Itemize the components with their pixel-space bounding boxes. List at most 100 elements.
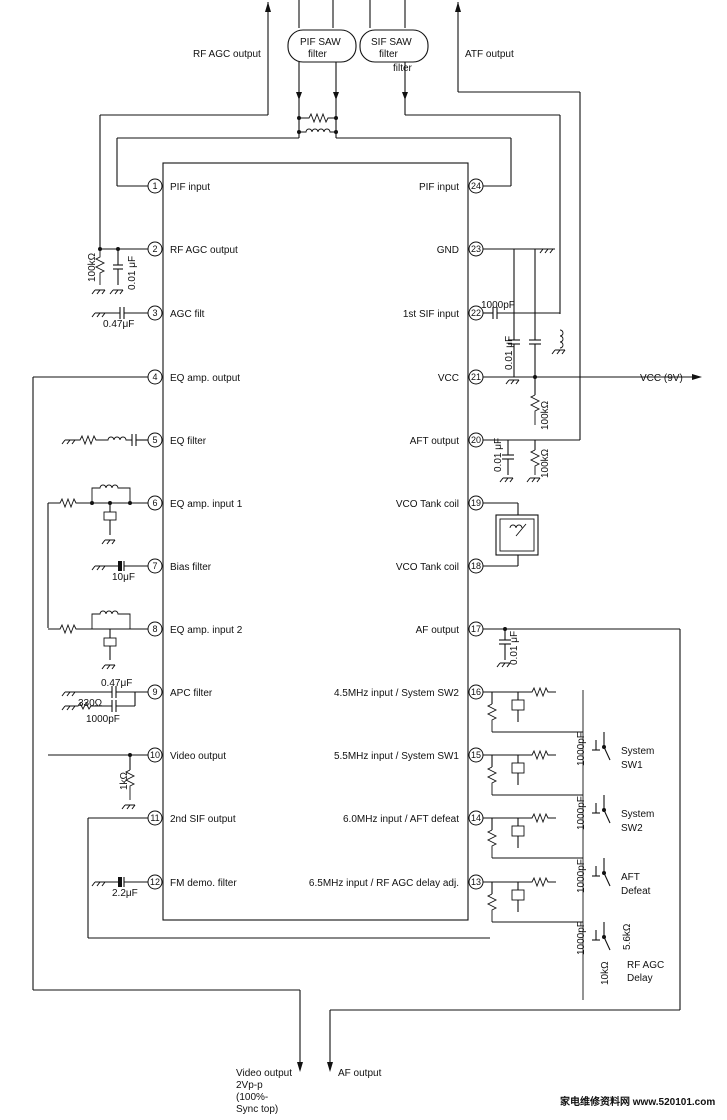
pin-5-label: EQ filter [170, 436, 207, 447]
c-1000p-pin22-label: 1000pF [481, 300, 515, 311]
ground-icon [496, 662, 511, 668]
pin-7-number: 7 [152, 561, 157, 571]
sif-saw-label-1: SIF SAW [371, 37, 412, 48]
pin-1-number: 1 [152, 181, 157, 191]
c-001-pin17-label: 0.01 μF [509, 631, 520, 665]
c-1000p-14-label: 1000pF [576, 859, 587, 893]
pin-22-label: 1st SIF input [403, 309, 459, 320]
pin-14-label: 6.0MHz input / AFT defeat [343, 814, 459, 825]
system-sw1-label-a: System [621, 746, 654, 757]
c-10-pin7-label: 10μF [112, 572, 135, 583]
pin-4-number: 4 [152, 372, 157, 382]
aft-defeat-label-b: Defeat [621, 886, 651, 897]
pin-8-number: 8 [152, 624, 157, 634]
watermark: 家电维修资料网 www.520101.com [560, 1095, 715, 1108]
pin-6-number: 6 [152, 498, 157, 508]
video-output-label-4: Sync top) [236, 1104, 278, 1115]
c-001-pin20-label: 0.01 μF [493, 438, 504, 472]
sif-saw-label-3: filter [393, 63, 413, 74]
ground-icon [109, 289, 124, 295]
ground-icon [101, 539, 116, 545]
r-100k-pin2 [94, 249, 106, 285]
ground-icon [121, 804, 136, 810]
pin-21-label: VCC [438, 373, 459, 384]
pif-saw-filter [287, 29, 357, 63]
c-1000p-15-label: 1000pF [576, 796, 587, 830]
eq-filter-rl [70, 434, 132, 446]
pin-3-label: AGC filt [170, 309, 205, 320]
ground-icon [61, 439, 76, 445]
pin-14-number: 14 [471, 813, 481, 823]
r-330-pin9-label: 330Ω [78, 698, 103, 709]
system-sw2-label-a: System [621, 809, 654, 820]
pin-1-label: PIF input [170, 182, 210, 193]
pin-10-label: Video output [170, 751, 226, 762]
pin-9-label: APC filter [170, 688, 213, 699]
pin-18-label: VCO Tank coil [396, 562, 459, 573]
ground-icon [101, 664, 116, 670]
sif-saw-label-2: filter [379, 49, 399, 60]
ground-icon [91, 312, 106, 318]
pin-8-label: EQ amp. input 2 [170, 625, 243, 636]
pin-7-label: Bias filter [170, 562, 212, 573]
pin-17-number: 17 [471, 624, 481, 634]
rf-agc-output-label: RF AGC output [193, 49, 261, 60]
pin-11-label: 2nd SIF output [170, 814, 236, 825]
pin-13-number: 13 [471, 877, 481, 887]
ground-icon [539, 248, 554, 254]
c-047-pin9-label: 0.47μF [101, 678, 132, 689]
r-1k-pin10-label: 1kΩ [119, 771, 130, 790]
pin-20-number: 20 [471, 435, 481, 445]
pin-24-label: PIF input [419, 182, 459, 193]
aft-defeat-label-a: AFT [621, 872, 640, 883]
pin-6-label: EQ amp. input 1 [170, 499, 243, 510]
pif-saw-label-2: filter [308, 49, 328, 60]
pin-10-number: 10 [150, 750, 160, 760]
pin-16-number: 16 [471, 687, 481, 697]
pin-23-label: GND [437, 245, 459, 256]
pin-19-number: 19 [471, 498, 481, 508]
ground-icon [551, 349, 566, 355]
atf-output-label: ATF output [465, 49, 514, 60]
pin-2-number: 2 [152, 244, 157, 254]
filter-network-pin-13 [483, 876, 611, 951]
pin-15-label: 5.5MHz input / System SW1 [334, 751, 459, 762]
c-1000p-pin9-label: 1000pF [86, 714, 120, 725]
r-100k-pin2-label: 100kΩ [87, 252, 98, 282]
pin-20-label: AFT output [410, 436, 460, 447]
r-100k-vcc-label: 100kΩ [540, 400, 551, 430]
pin-12-label: FM demo. filter [170, 878, 237, 889]
pif-resistor [299, 112, 336, 124]
pin-16-label: 4.5MHz input / System SW2 [334, 688, 459, 699]
video-output-label-1: Video output [236, 1068, 292, 1079]
pin-17-label: AF output [416, 625, 460, 636]
ic-body [162, 162, 469, 921]
ground-icon [505, 379, 520, 385]
pin-19-label: VCO Tank coil [396, 499, 459, 510]
pif-saw-label-1: PIF SAW [300, 37, 341, 48]
vcc-label: VCC (9V) [640, 373, 683, 384]
pif-coil [299, 128, 336, 133]
pin-12-number: 12 [150, 877, 160, 887]
pin-22-number: 22 [471, 308, 481, 318]
c-22-pin12-label: 2.2μF [112, 888, 138, 899]
r-10k-label: 10kΩ [600, 961, 611, 985]
pin-4-label: EQ amp. output [170, 373, 240, 384]
ground-icon [61, 705, 76, 711]
rf-agc-delay-label-b: Delay [627, 973, 653, 984]
c-047-pin3-label: 0.47μF [103, 319, 134, 330]
pin-3-number: 3 [152, 308, 157, 318]
r-56k-label: 5.6kΩ [622, 923, 633, 950]
system-sw2-label-b: SW2 [621, 823, 643, 834]
pin-5-number: 5 [152, 435, 157, 445]
ground-icon [91, 881, 106, 887]
c-1000p-16-label: 1000pF [576, 732, 587, 766]
filter-network-pin-15 [483, 749, 611, 824]
filter-network-pin-16 [483, 686, 611, 761]
video-output-label-2: 2Vp-p [236, 1080, 263, 1091]
sif-saw-filter [359, 29, 429, 63]
ground-icon [526, 477, 541, 483]
ground-icon [499, 477, 514, 483]
